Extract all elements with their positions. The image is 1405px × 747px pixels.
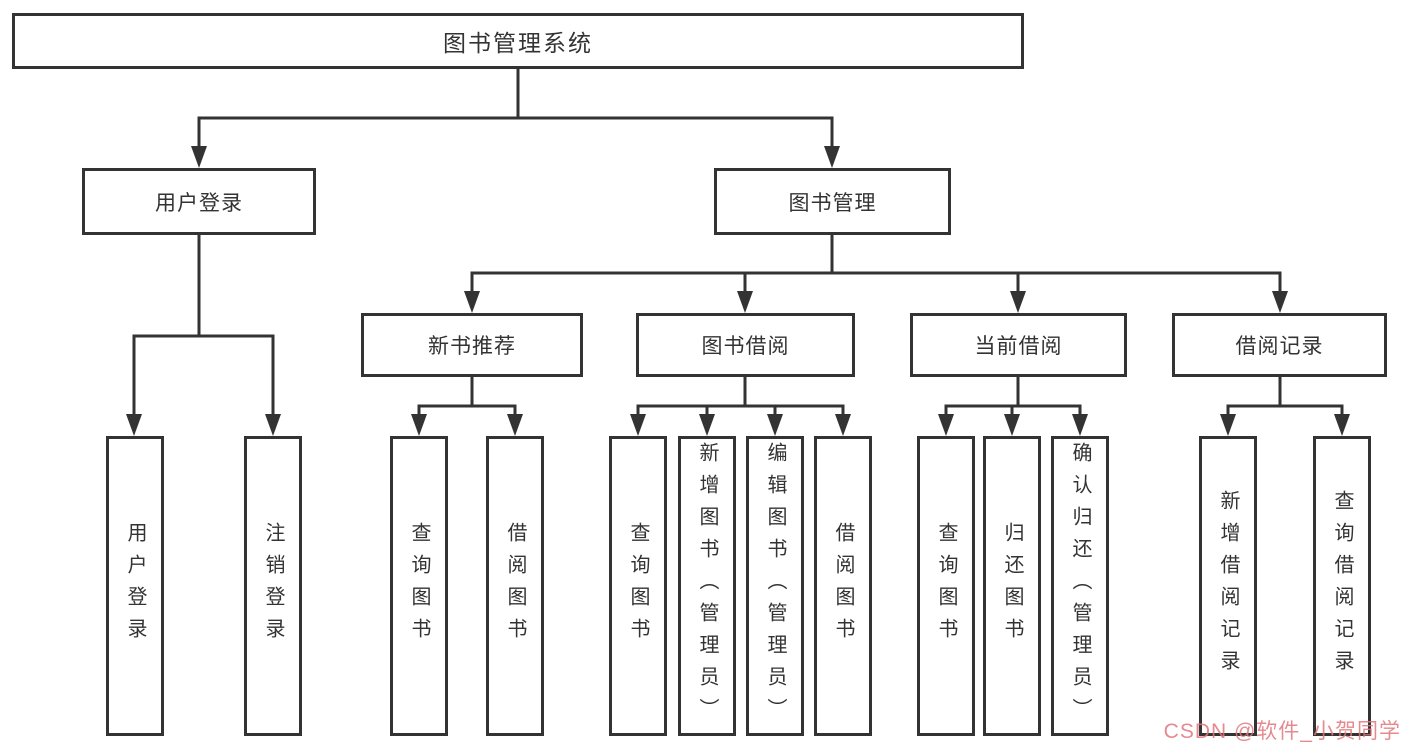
watermark-text: CSDN @软件_小贺同学	[1163, 720, 1401, 743]
node-book-mgmt: 图书管理	[714, 168, 951, 235]
node-leaf-logout: 注销登录	[244, 436, 302, 736]
node-leaf-user-login: 用户登录	[106, 436, 164, 736]
node-leaf-query-book-1: 查询图书	[390, 436, 448, 736]
node-current-borrow: 当前借阅	[910, 313, 1127, 377]
node-leaf-borrow-book-1: 借阅图书	[486, 436, 544, 736]
node-leaf-add-borrow-record: 新增借阅记录	[1199, 436, 1257, 736]
node-new-book-rec: 新书推荐	[361, 313, 583, 377]
node-leaf-edit-book: 编辑图书（管理员）	[746, 436, 804, 736]
node-leaf-query-borrow-record: 查询借阅记录	[1313, 436, 1371, 736]
node-book-borrow: 图书借阅	[636, 313, 855, 377]
node-leaf-borrow-book-2: 借阅图书	[814, 436, 872, 736]
node-leaf-add-book: 新增图书（管理员）	[678, 436, 736, 736]
node-user-login: 用户登录	[82, 168, 316, 235]
node-leaf-confirm-return: 确认归还（管理员）	[1051, 436, 1109, 736]
node-leaf-return-book: 归还图书	[983, 436, 1041, 736]
node-borrow-records: 借阅记录	[1172, 313, 1387, 377]
node-root: 图书管理系统	[12, 13, 1024, 69]
node-leaf-query-book-2: 查询图书	[609, 436, 667, 736]
node-leaf-query-book-3: 查询图书	[917, 436, 975, 736]
